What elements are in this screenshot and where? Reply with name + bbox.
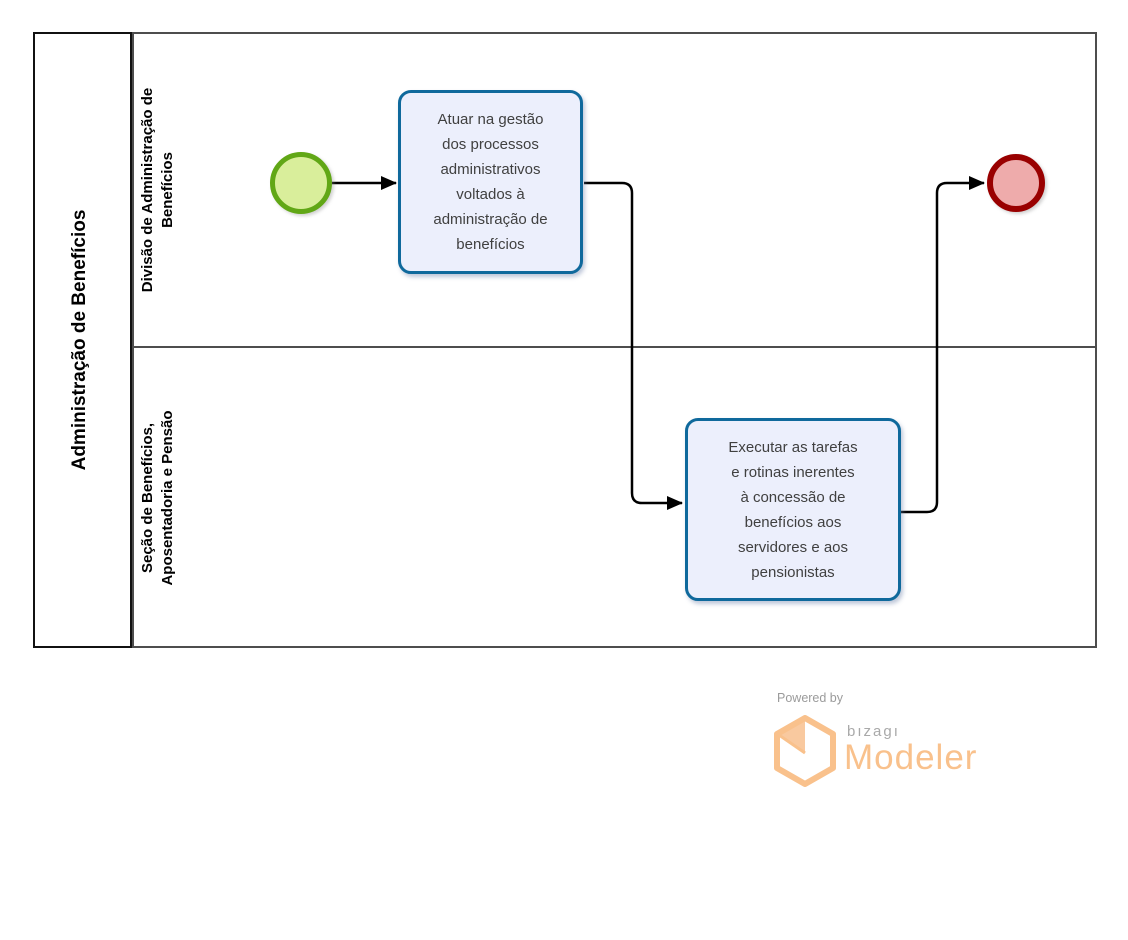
flow-task2-to-end[interactable] (901, 176, 985, 514)
start-event[interactable] (270, 152, 332, 214)
task-atuar-na-gestao[interactable]: Atuar na gestão dos processos administra… (398, 90, 583, 274)
bizagi-logo-icon (774, 715, 836, 787)
lane-divisao-de-administracao[interactable] (134, 34, 1095, 348)
task-executar-tarefas[interactable]: Executar as tarefas e rotinas inerentes … (685, 418, 901, 601)
pool-administracao-de-beneficios[interactable] (33, 32, 132, 648)
end-event[interactable] (987, 154, 1045, 212)
modeler-product-text: Modeler (844, 738, 978, 777)
flow-task1-to-task2[interactable] (584, 181, 683, 510)
bizagi-brand-text: bızagı (847, 723, 900, 740)
powered-by-text: Powered by (777, 691, 844, 705)
